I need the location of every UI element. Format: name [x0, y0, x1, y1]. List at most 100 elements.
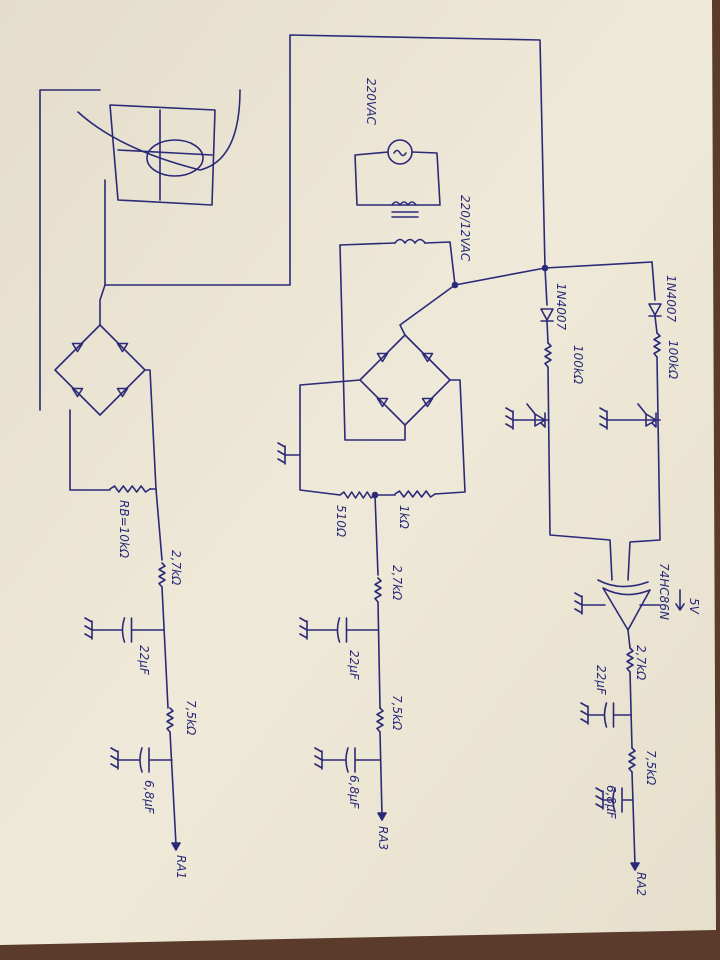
ground-symbol — [277, 442, 286, 465]
label-mid-c1: 22µF — [347, 650, 361, 681]
resistor — [109, 485, 151, 493]
label-right-r1: 2,7kΩ — [634, 645, 648, 681]
wire — [654, 315, 658, 334]
label-mid-r2: 7,5kΩ — [390, 695, 404, 731]
ground-symbol — [580, 702, 589, 725]
label-left-r2: 7,5kΩ — [184, 700, 198, 736]
label-ra2: RA2 — [634, 872, 648, 896]
wire — [379, 731, 383, 816]
output-arrow — [630, 862, 640, 871]
wire — [339, 242, 396, 246]
label-left-c1: 22µF — [137, 645, 151, 676]
bridge-diode — [71, 387, 84, 398]
ground-symbol — [505, 407, 514, 430]
wire — [544, 267, 548, 306]
resistor — [158, 562, 166, 588]
capacitor — [306, 617, 379, 643]
junction-dot — [541, 264, 549, 272]
capacitor — [587, 702, 632, 728]
resistor — [394, 490, 436, 498]
current-transformer — [109, 104, 216, 206]
label-rb: RB=10kΩ — [117, 500, 131, 559]
label-res1: 100kΩ — [571, 345, 585, 385]
ground-symbol — [574, 592, 583, 615]
label-right-r2: 7,5kΩ — [644, 750, 658, 786]
label-right-c2: 6,8µF — [604, 785, 618, 820]
wire — [354, 151, 441, 206]
zener-diode — [606, 403, 661, 428]
bridge-diode — [421, 397, 434, 408]
wire — [161, 586, 169, 709]
wire — [99, 284, 106, 326]
label-diode1: 1N4007 — [554, 283, 568, 331]
label-left-c2: 6,8µF — [142, 780, 156, 815]
wire — [547, 366, 613, 581]
bridge-diode — [116, 387, 129, 398]
label-gate: 74HC86N — [657, 563, 671, 620]
current-transformer-core — [146, 139, 204, 177]
wire — [299, 379, 361, 496]
wire — [169, 731, 177, 846]
resistor — [374, 577, 382, 603]
wire — [627, 629, 631, 649]
supply-arrow — [675, 589, 685, 611]
components — [54, 89, 685, 871]
ground-symbol — [299, 617, 308, 640]
label-1k: 1kΩ — [397, 505, 411, 530]
label-ra1: RA1 — [174, 855, 188, 879]
resistor — [544, 342, 552, 368]
labels: RB=10kΩ 2,7kΩ 22µF 7,5kΩ 6,8µF RA1 220VA… — [117, 78, 701, 896]
ac-wave — [393, 149, 407, 157]
ground-symbol — [84, 617, 93, 640]
resistor — [376, 707, 384, 733]
label-ra3: RA3 — [376, 826, 390, 850]
label-5v: 5V — [687, 598, 701, 615]
wire — [374, 494, 379, 576]
bridge-diode — [376, 397, 389, 408]
label-diode2: 1N4007 — [664, 275, 678, 323]
current-transformer-wire — [77, 89, 241, 171]
bridge-diode — [376, 352, 389, 363]
output-arrow — [377, 812, 387, 821]
wire — [546, 320, 549, 344]
diode — [540, 308, 554, 322]
capacitor — [602, 787, 634, 813]
resistor — [653, 332, 661, 358]
bridge-diode — [116, 342, 129, 353]
xor-gate — [597, 579, 651, 631]
wire — [631, 771, 636, 866]
wire — [104, 34, 546, 286]
label-transformer: 220/12VAC — [458, 195, 472, 262]
wire — [651, 261, 656, 301]
wire — [434, 379, 466, 495]
wire — [155, 488, 163, 561]
label-220vac: 220VAC — [364, 78, 378, 126]
junction-dot — [451, 281, 459, 289]
bridge-diode — [71, 342, 84, 353]
capacitor — [321, 747, 381, 773]
wire — [629, 671, 633, 749]
junction-dot — [371, 491, 379, 499]
resistor — [339, 491, 376, 499]
transformer-primary — [391, 201, 419, 218]
bridge-rectifier — [54, 324, 146, 416]
output-arrow — [171, 842, 181, 851]
ground-symbol — [595, 787, 604, 810]
label-left-r1: 2,7kΩ — [169, 550, 183, 586]
ac-source — [387, 139, 413, 165]
ground-symbol — [599, 407, 608, 430]
capacitor — [117, 747, 173, 773]
wire — [339, 244, 406, 441]
wire — [377, 601, 381, 709]
label-res2: 100kΩ — [666, 340, 680, 380]
transformer-secondary — [394, 238, 426, 244]
bridge-diode — [421, 352, 434, 363]
label-mid-r1: 2,7kΩ — [390, 565, 404, 601]
resistor — [166, 707, 174, 733]
wire — [69, 409, 111, 491]
wire — [627, 356, 661, 581]
capacitor — [91, 617, 164, 643]
ground-symbol — [314, 747, 323, 770]
paper-sheet — [0, 0, 716, 945]
